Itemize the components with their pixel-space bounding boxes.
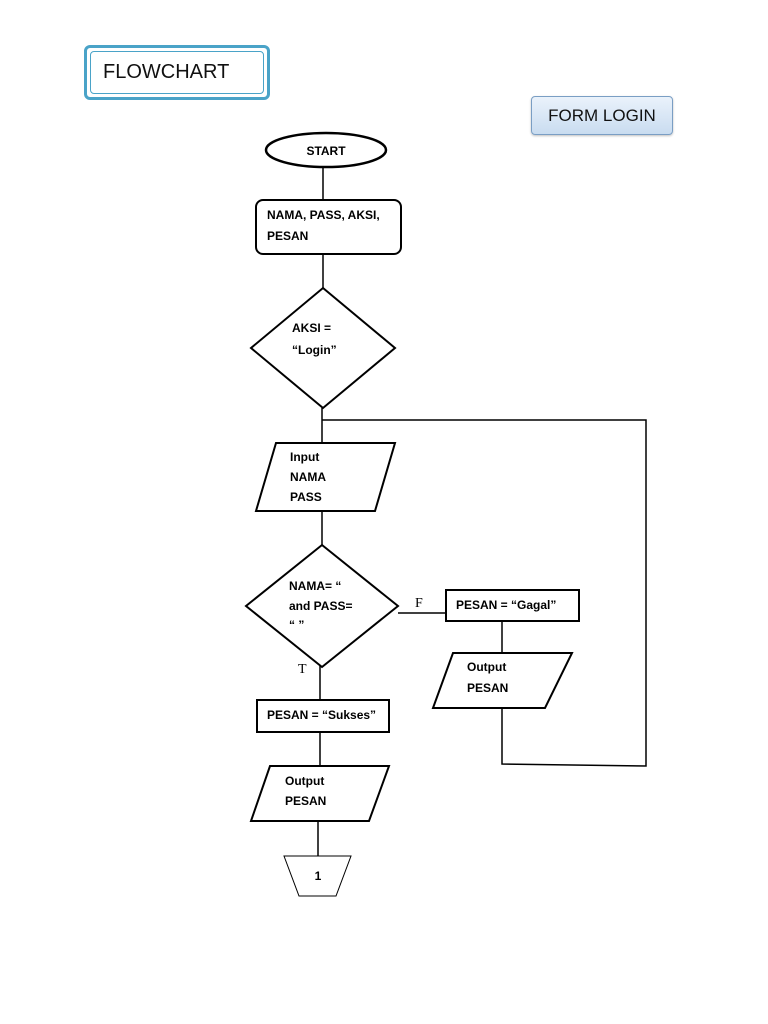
form-login-label: FORM LOGIN [531,96,673,135]
credentials-decision [244,543,400,669]
pesan-gagal-box [445,589,580,622]
aksi-decision [249,286,397,410]
output-sukses-label-line1: Output [285,774,324,788]
flowchart-title-box: FLOWCHART [84,45,270,100]
variables-box [255,199,402,255]
variables-label-line1: NAMA, PASS, AKSI, [267,208,380,222]
output-sukses-label-line2: PESAN [285,794,326,808]
output-gagal-label-line2: PESAN [467,681,508,695]
credentials-label-line3: “ ” [289,618,304,632]
connector-lines [317,167,647,856]
pesan-sukses-box [256,699,390,733]
false-edge-label: F [415,596,423,611]
connector-label: 1 [315,869,322,883]
start-label: START [306,144,346,158]
output-gagal-parallelogram [431,652,574,709]
output-sukses-parallelogram [249,765,391,822]
output-gagal-label-line1: Output [467,660,506,674]
input-label-line3: PASS [290,490,322,504]
edge-loop-back [322,419,647,767]
aksi-label-line1: AKSI = [292,321,331,335]
true-edge-label: T [298,662,307,677]
variables-label-line2: PESAN [267,229,308,243]
credentials-label-line1: NAMA= “ [289,579,341,593]
credentials-label-line2: and PASS= [289,599,352,613]
input-label-line1: Input [290,450,319,464]
start-terminator [264,131,388,169]
offpage-connector [283,855,352,897]
pesan-sukses-label: PESAN = “Sukses” [267,708,376,722]
input-parallelogram [254,442,397,512]
pesan-gagal-label: PESAN = “Gagal” [456,598,556,612]
input-label-line2: NAMA [290,470,326,484]
flowchart-title: FLOWCHART [90,51,264,94]
aksi-label-line2: “Login” [292,343,337,357]
